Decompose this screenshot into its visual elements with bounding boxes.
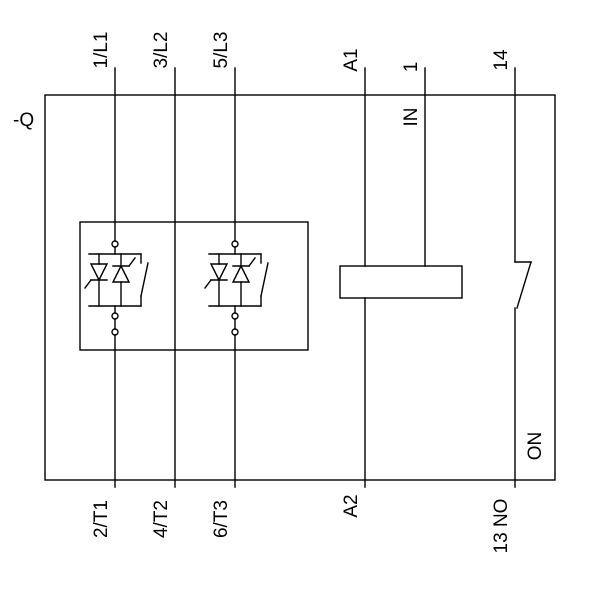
label-in: IN (401, 108, 422, 127)
device-outline (44, 94, 556, 481)
phase-path-l1-thyristor-module (84, 67, 149, 488)
label-terminal-A1: A1 (341, 48, 362, 71)
label-terminal-1: 1 (401, 62, 422, 73)
label-on: ON (525, 432, 546, 461)
control-unit-block (339, 265, 463, 299)
label-terminal-5L3: 5/L3 (211, 32, 232, 69)
thyristor-block-outline (79, 221, 309, 351)
label-terminal-13NO: 13 NO (491, 499, 512, 554)
label-terminal-2T1: 2/T1 (91, 500, 112, 538)
label-terminal-A2: A2 (341, 494, 362, 517)
label-terminal-6T3: 6/T3 (211, 500, 232, 538)
label-terminal-14: 14 (491, 49, 512, 71)
device-label: -Q (13, 110, 34, 131)
label-terminal-1L1: 1/L1 (91, 32, 112, 69)
label-terminal-4T2: 4/T2 (151, 500, 172, 538)
label-terminal-3L2: 3/L2 (151, 32, 172, 69)
phase-path-l3-thyristor-module (204, 67, 269, 488)
no-contact-13-14 (514, 67, 532, 488)
